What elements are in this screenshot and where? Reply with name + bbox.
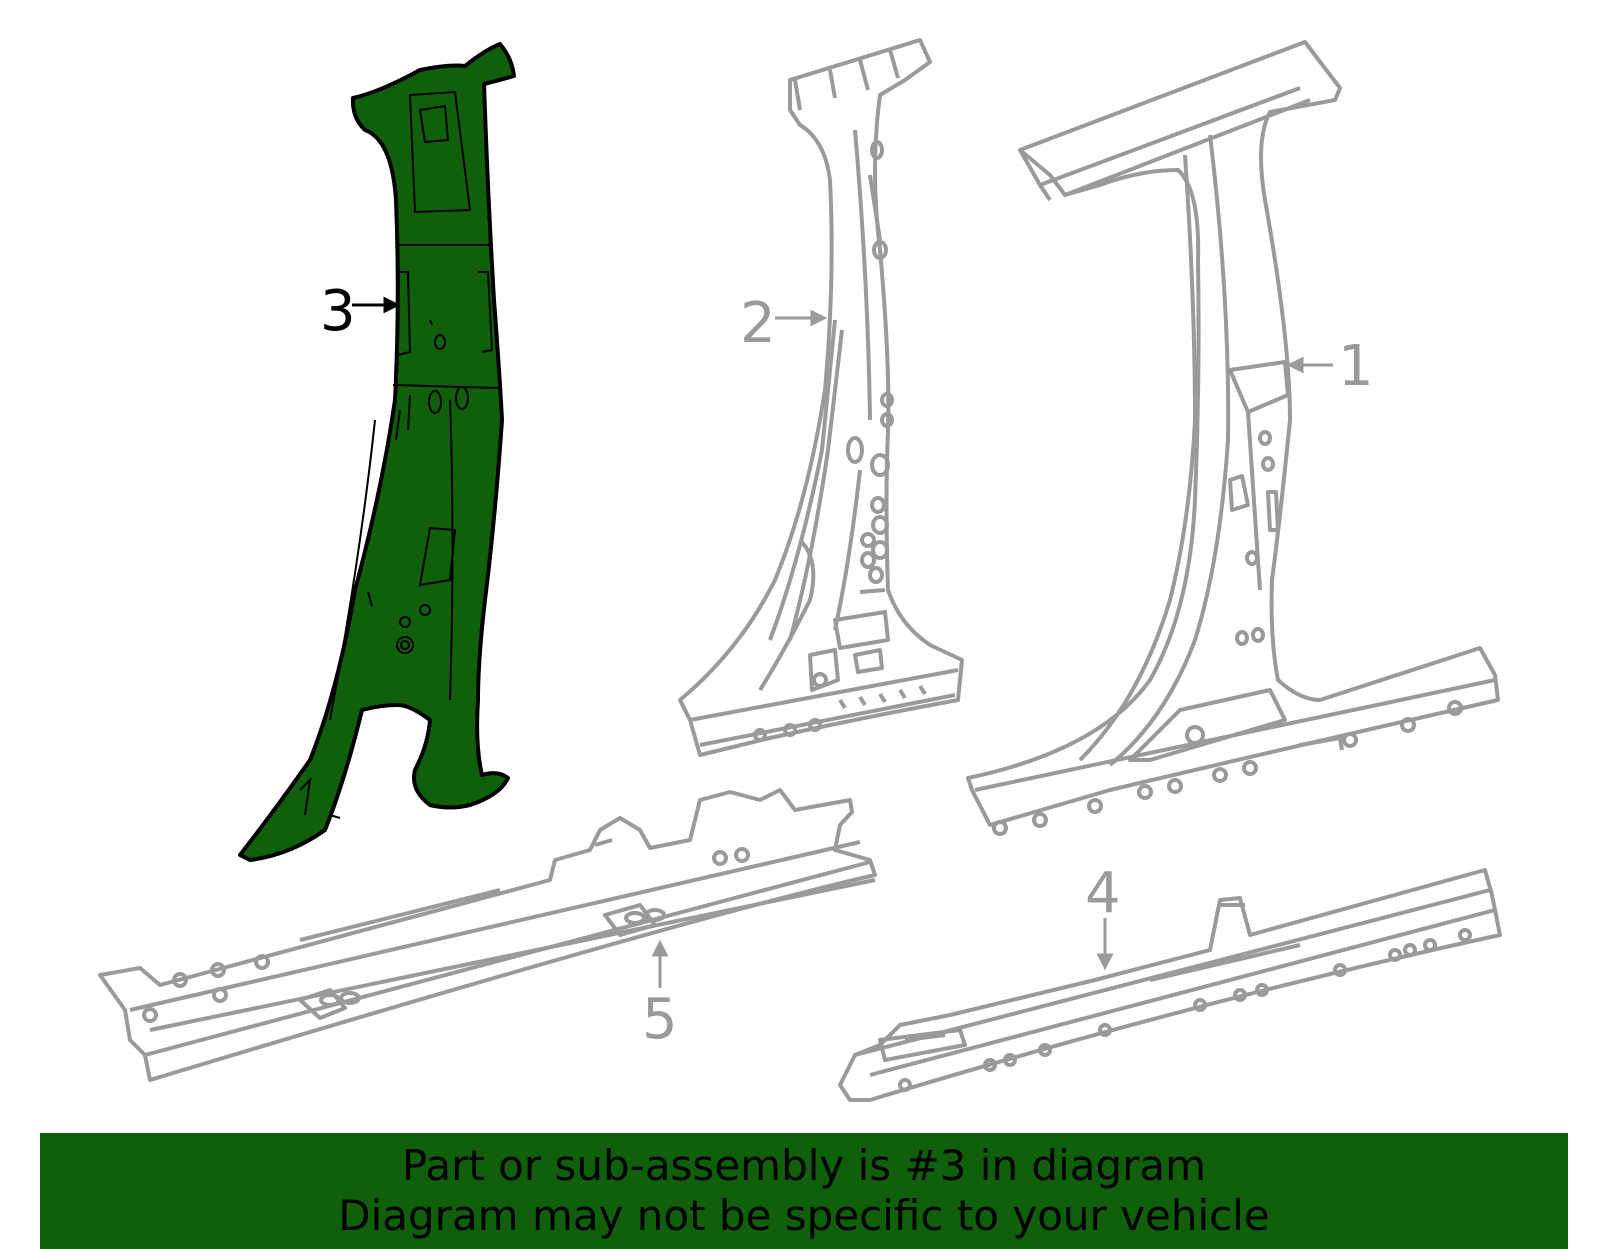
callout-2: 2 xyxy=(740,291,776,356)
banner-line-part-info: Part or sub-assembly is #3 in diagram xyxy=(401,1141,1207,1190)
part-3-inner-pillar[interactable] xyxy=(238,42,516,862)
callout-3: 3 xyxy=(320,279,356,344)
callout-arrows xyxy=(352,296,1333,988)
part-1-outer-pillar[interactable] xyxy=(966,40,1500,836)
part-5-rocker[interactable] xyxy=(98,788,877,1082)
info-banner: Part or sub-assembly is #3 in diagram Di… xyxy=(40,1133,1568,1249)
callout-4: 4 xyxy=(1085,861,1121,926)
part-2-reinforcement[interactable] xyxy=(678,38,964,757)
part-4-rocker-inner[interactable] xyxy=(838,868,1502,1102)
callout-1: 1 xyxy=(1338,334,1374,399)
banner-line-disclaimer: Diagram may not be specific to your vehi… xyxy=(338,1191,1270,1240)
parts-diagram: 3 2 1 4 5 xyxy=(98,38,1502,1102)
callout-5: 5 xyxy=(642,987,678,1052)
